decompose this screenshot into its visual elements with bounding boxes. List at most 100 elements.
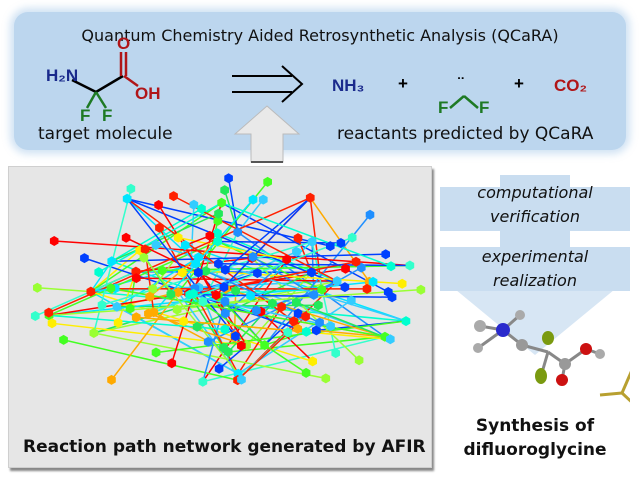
network-node [277, 301, 286, 312]
network-node [197, 203, 206, 214]
synthesis-line: difluoroglycine [463, 440, 607, 460]
network-node [131, 273, 141, 284]
network-node [346, 295, 356, 306]
network-node [219, 282, 229, 293]
network-node [268, 298, 277, 309]
network-node [172, 304, 182, 315]
up-arrow-icon [233, 105, 301, 163]
network-node [252, 305, 261, 316]
network-node [180, 240, 190, 251]
network-edge [90, 249, 141, 293]
network-node [405, 260, 415, 271]
network-node [173, 232, 183, 243]
network-node [308, 356, 317, 367]
panel-title: Quantum Chemistry Aided Retrosynthetic A… [81, 26, 559, 45]
network-node [309, 289, 319, 300]
network-node [401, 316, 411, 327]
network-node [89, 328, 99, 338]
network-node [213, 215, 223, 226]
network-node [167, 358, 177, 369]
network-node [189, 199, 199, 210]
network-node [139, 252, 149, 263]
network-caption: Reaction path network generated by AFIR [23, 437, 426, 457]
network-node [340, 282, 350, 293]
network-node [154, 200, 163, 210]
network-node [166, 289, 176, 300]
network-node [97, 300, 107, 310]
network-node [301, 367, 311, 378]
network-node [194, 267, 203, 278]
network-node [220, 296, 230, 307]
network-node [189, 288, 198, 299]
network-node [248, 194, 258, 205]
network-node [365, 209, 375, 220]
amine-group: H₂N [46, 66, 79, 85]
network-node [192, 321, 202, 332]
network-node [341, 263, 350, 274]
network-edge [54, 240, 410, 267]
network-node [214, 208, 223, 219]
network-node [246, 290, 255, 301]
network-node [381, 249, 390, 260]
network-node [351, 256, 361, 267]
network-node [213, 228, 222, 239]
fluorine-atom: F [102, 106, 113, 125]
carbene-fluorine: F [479, 98, 490, 117]
network-node [113, 317, 123, 328]
network-node [263, 176, 272, 187]
network-node [326, 321, 335, 332]
carbonyl-oxygen: O [117, 34, 131, 53]
hydroxyl-group: OH [135, 84, 161, 103]
network-edge [63, 339, 238, 381]
down-arrow-icon [440, 175, 630, 355]
network-edge [189, 293, 393, 298]
crystal-structure-image [473, 310, 630, 403]
network-node [397, 278, 407, 289]
network-node [107, 374, 116, 385]
network-node [292, 297, 301, 308]
network-node [144, 308, 153, 319]
network-node [30, 311, 40, 321]
network-node [155, 222, 164, 233]
network-node [387, 292, 397, 303]
network-node [362, 283, 372, 294]
network-node [178, 267, 187, 278]
network-node [386, 261, 396, 272]
network-edge [143, 257, 239, 375]
network-node [121, 232, 131, 243]
network-node [293, 233, 303, 244]
network-node [217, 197, 226, 208]
network-node [317, 284, 326, 295]
network-node [283, 327, 293, 338]
plus-sign: + [398, 74, 408, 93]
network-node [214, 258, 223, 269]
network-edge [227, 178, 239, 233]
network-edge [237, 199, 264, 233]
network-node [106, 283, 116, 294]
network-node [125, 303, 135, 314]
network-node [354, 355, 364, 366]
network-node [126, 183, 136, 194]
network-node [237, 374, 246, 385]
network-edge [202, 336, 386, 383]
network-node [368, 276, 378, 287]
network-node [305, 192, 315, 203]
network-node [221, 308, 230, 319]
network-node [205, 230, 215, 241]
network-node [211, 290, 221, 301]
network-edge [217, 240, 341, 244]
network-edge [223, 197, 311, 288]
network-edge [224, 197, 311, 271]
network-node [301, 311, 310, 322]
network-edge [296, 301, 391, 340]
network-node [145, 291, 155, 302]
network-edge [98, 202, 222, 273]
network-edge [153, 251, 297, 314]
network-node [312, 325, 321, 336]
network-node [307, 236, 317, 247]
network-node [220, 324, 230, 335]
network-edge [250, 241, 313, 297]
network-node [224, 173, 233, 184]
network-node [331, 348, 340, 359]
network-node [131, 266, 141, 277]
